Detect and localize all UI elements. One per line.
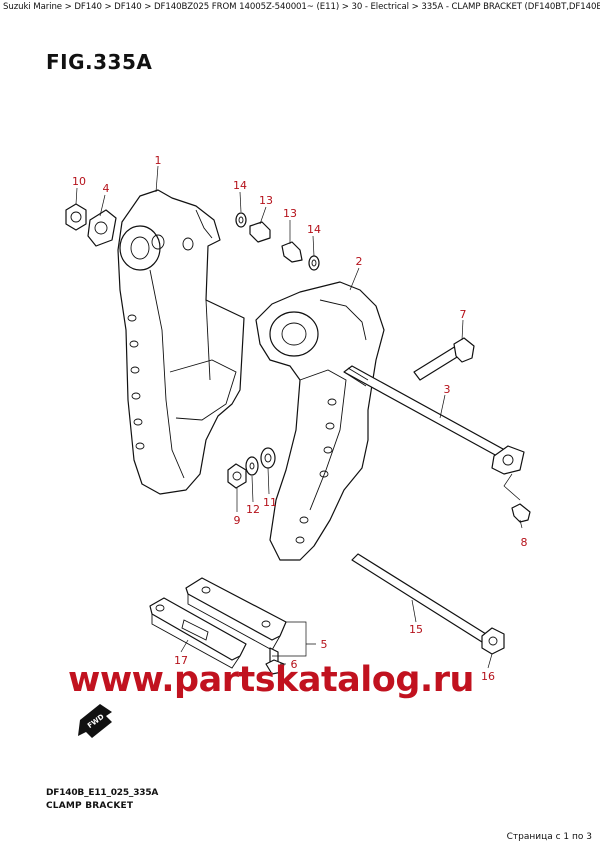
callout-8: 8 — [521, 536, 528, 549]
callout-2: 2 — [356, 255, 363, 268]
callout-14-upper: 14 — [233, 179, 247, 192]
washer-part-12 — [245, 456, 259, 476]
callout-12: 12 — [246, 503, 260, 516]
callout-15: 15 — [409, 623, 423, 636]
plate-part-4 — [87, 209, 117, 247]
callout-9: 9 — [234, 514, 241, 527]
callout-1: 1 — [155, 154, 162, 167]
clamp-bracket-left — [117, 189, 245, 495]
callout-17: 17 — [174, 654, 188, 667]
bolt-part-13-upper — [249, 221, 271, 243]
fwd-arrow-icon: FWD — [78, 704, 112, 738]
callout-5: 5 — [321, 638, 328, 651]
callout-16: 16 — [481, 670, 495, 683]
bolt-part-3 — [343, 365, 525, 475]
callout-13-lower: 13 — [283, 207, 297, 220]
plate-part-5 — [185, 577, 287, 651]
callout-13-upper: 13 — [259, 194, 273, 207]
bolt-part-8 — [511, 503, 531, 523]
figure-title: FIG.335A — [46, 50, 153, 74]
callout-6: 6 — [291, 658, 298, 671]
plate-part-17 — [149, 597, 247, 669]
bolt-part-6 — [265, 647, 285, 675]
callout-14-lower: 14 — [307, 223, 321, 236]
bolt-part-7 — [413, 337, 475, 381]
nut-part-10 — [65, 203, 87, 231]
callout-3: 3 — [444, 383, 451, 396]
nut-part-9 — [227, 463, 247, 489]
clamp-bracket-right — [255, 281, 385, 561]
watermark: www.partskatalog.ru — [68, 660, 474, 700]
leader-lines — [75, 165, 523, 669]
nut-part-16 — [481, 627, 505, 655]
callout-7: 7 — [460, 308, 467, 321]
callout-4: 4 — [103, 182, 110, 195]
bolt-part-13-lower — [281, 241, 303, 263]
callout-11: 11 — [263, 496, 277, 509]
diagram-code: DF140B_E11_025_335A — [46, 788, 159, 798]
washer-part-11 — [260, 447, 276, 469]
callout-10: 10 — [72, 175, 86, 188]
diagram-caption: CLAMP BRACKET — [46, 801, 134, 811]
breadcrumb[interactable]: Suzuki Marine > DF140 > DF140 > DF140BZ0… — [3, 2, 600, 12]
washer-part-14-lower — [308, 255, 320, 271]
pagination[interactable]: Страница с 1 по 3 — [506, 832, 592, 842]
washer-part-14-upper — [235, 212, 247, 228]
